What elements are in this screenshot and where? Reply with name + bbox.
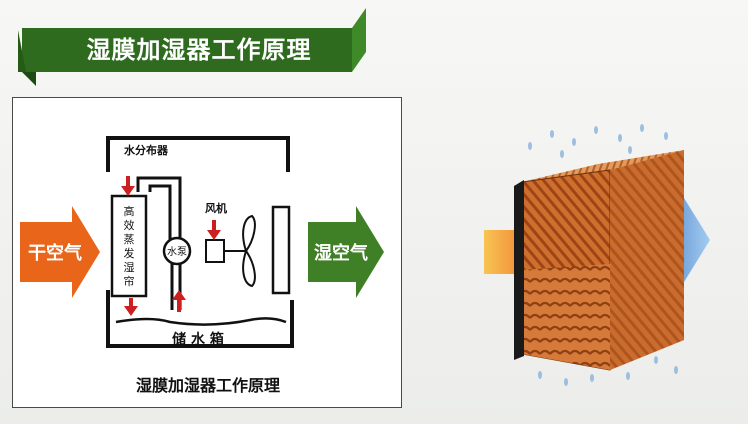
flow-arrow-down-fan xyxy=(207,220,221,240)
water-tank xyxy=(115,317,287,326)
evaporative-media xyxy=(110,194,148,298)
flow-arrow-down-media xyxy=(121,176,135,196)
water-pump: 水泵 xyxy=(162,236,192,266)
humidifier-media-illustration xyxy=(484,124,710,386)
fan-label: 风机 xyxy=(205,201,227,215)
media-label: 高 效 蒸 发 湿 帘 xyxy=(124,204,135,288)
outlet-grille xyxy=(271,205,291,295)
page-title: 湿膜加湿器工作原理 xyxy=(86,36,312,64)
flow-arrow-up-pump xyxy=(172,290,186,312)
diagram-caption: 湿膜加湿器工作原理 xyxy=(135,376,280,395)
media-char: 效 xyxy=(124,218,135,232)
media-char: 帘 xyxy=(124,274,135,288)
humid-air-label: 湿空气 xyxy=(314,242,368,264)
fan: 风机 xyxy=(205,201,256,288)
humid-air-arrow: 湿空气 xyxy=(308,206,384,298)
flow-arrows xyxy=(121,176,221,316)
water-distributor-label: 水分布器 xyxy=(124,143,169,157)
media-block xyxy=(514,150,684,371)
media-char: 湿 xyxy=(124,261,135,274)
media-char: 发 xyxy=(124,246,135,260)
pump-label: 水泵 xyxy=(167,246,187,258)
title-banner xyxy=(18,8,366,86)
media-char: 高 xyxy=(124,204,135,218)
water-pipe xyxy=(136,176,182,310)
housing-outline xyxy=(106,136,294,348)
dry-air-label: 干空气 xyxy=(28,242,82,264)
media-char: 蒸 xyxy=(124,233,135,246)
flow-arrow-down-tank xyxy=(124,298,138,316)
tank-label: 储 水 箱 xyxy=(171,331,224,348)
dry-air-arrow: 干空气 xyxy=(20,206,100,298)
water-droplets xyxy=(528,124,678,386)
